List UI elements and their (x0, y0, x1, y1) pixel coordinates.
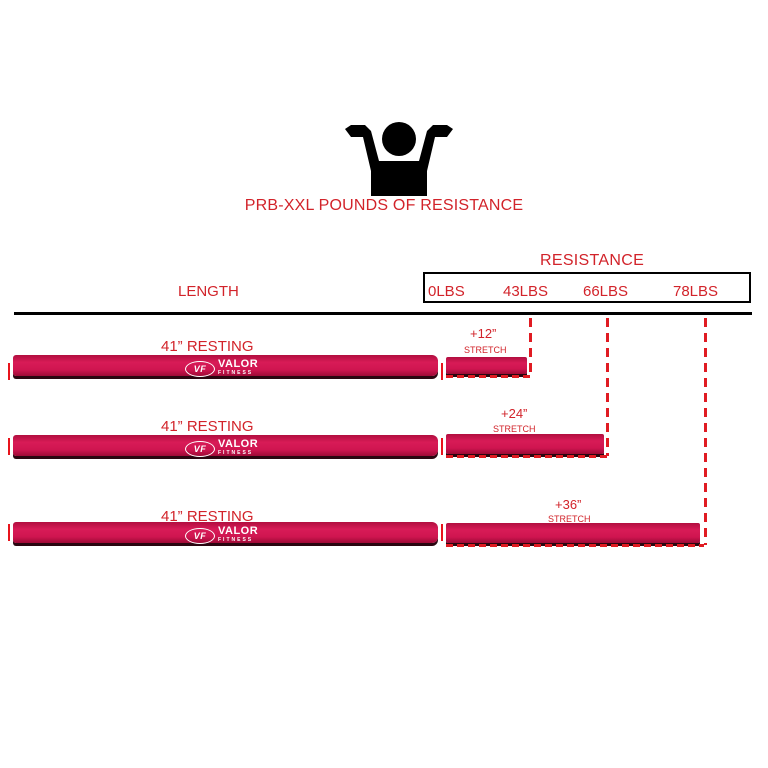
band-end-marker (8, 438, 10, 455)
chart-title: PRB-XXL POUNDS OF RESISTANCE (244, 197, 524, 214)
length-heading: LENGTH (178, 283, 239, 300)
guide-43lbs (529, 318, 532, 376)
stretch-segment (446, 523, 700, 543)
stretch-amount: +24” (501, 406, 528, 421)
band-end-marker (8, 363, 10, 380)
resting-label: 41” RESTING (161, 508, 254, 525)
guide-66lbs (606, 318, 609, 456)
stretch-baseline (446, 544, 704, 547)
stretch-segment (446, 357, 527, 374)
band-end-marker (8, 524, 10, 541)
stretch-amount: +12” (470, 326, 497, 341)
band-end-marker (441, 363, 443, 380)
tick-78lbs: 78LBS (673, 283, 719, 300)
stretch-baseline (446, 375, 530, 378)
stretch-label: STRETCH (548, 514, 591, 524)
resistance-heading: RESISTANCE (540, 252, 645, 269)
resting-label: 41” RESTING (161, 418, 254, 435)
band-end-marker (441, 438, 443, 455)
header-divider (14, 312, 752, 315)
stretch-segment (446, 434, 604, 454)
stretch-amount: +36” (555, 497, 582, 512)
stretch-label: STRETCH (493, 424, 536, 434)
guide-78lbs (704, 318, 707, 545)
tick-43lbs: 43LBS (503, 283, 549, 300)
resistance-scale-box (423, 272, 751, 303)
tick-66lbs: 66LBS (583, 283, 629, 300)
person-stretching-band-icon (345, 122, 453, 196)
resting-label: 41” RESTING (161, 338, 254, 355)
stretch-baseline (446, 455, 608, 458)
band-end-marker (441, 524, 443, 541)
stretch-label: STRETCH (464, 345, 507, 355)
tick-0lbs: 0LBS (428, 283, 465, 300)
